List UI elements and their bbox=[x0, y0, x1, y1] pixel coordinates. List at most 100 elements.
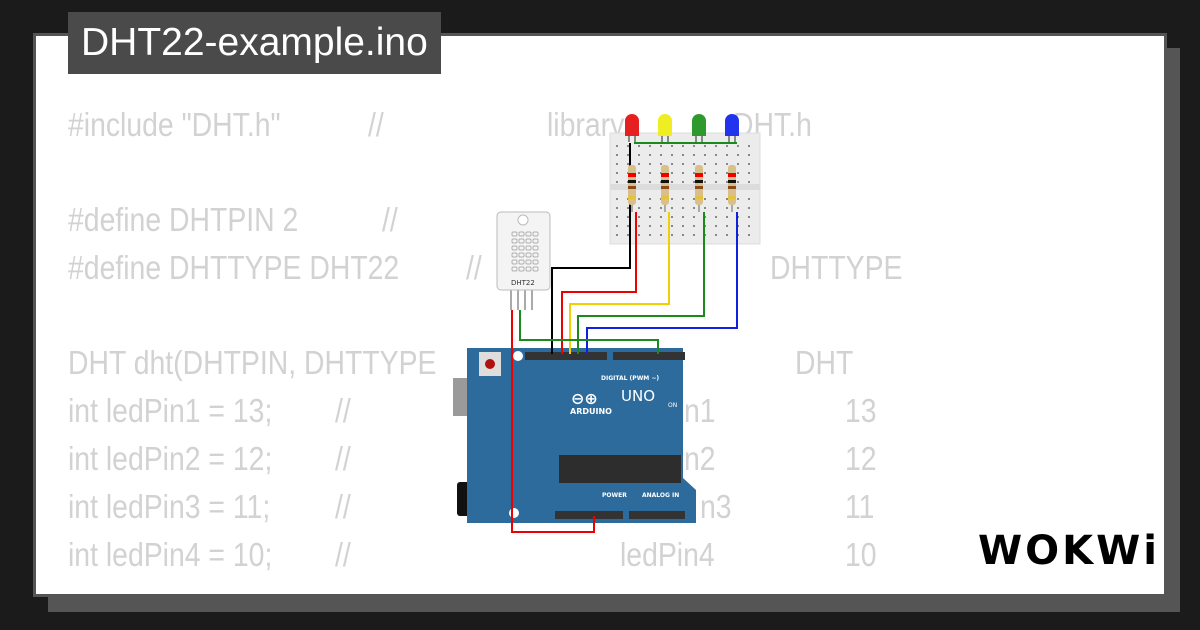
breadboard-hole bbox=[704, 181, 706, 183]
dht22-sensor[interactable] bbox=[496, 211, 551, 291]
breadboard-hole bbox=[726, 207, 728, 209]
digital-header-left bbox=[525, 352, 607, 360]
code-line-7: int ledPin3 = 11; bbox=[68, 488, 271, 525]
code-comment: 12 bbox=[845, 440, 877, 477]
breadboard-hole bbox=[638, 172, 640, 174]
led[interactable] bbox=[692, 114, 706, 136]
breadboard-hole bbox=[638, 181, 640, 183]
code-comment: // bbox=[466, 249, 482, 286]
breadboard-hole bbox=[638, 216, 640, 218]
breadboard-hole bbox=[671, 207, 673, 209]
led[interactable] bbox=[658, 114, 672, 136]
breadboard-hole bbox=[627, 216, 629, 218]
breadboard-hole bbox=[715, 234, 717, 236]
breadboard-hole bbox=[671, 234, 673, 236]
breadboard-hole bbox=[616, 198, 618, 200]
breadboard-hole bbox=[660, 234, 662, 236]
breadboard-hole bbox=[649, 145, 651, 147]
resistor-band bbox=[628, 173, 636, 177]
board-brand: ARDUINO bbox=[570, 407, 612, 416]
breadboard-hole bbox=[671, 216, 673, 218]
breadboard-hole bbox=[715, 216, 717, 218]
breadboard-hole bbox=[704, 145, 706, 147]
breadboard-hole bbox=[737, 163, 739, 165]
breadboard-hole bbox=[748, 234, 750, 236]
breadboard-hole bbox=[638, 145, 640, 147]
breadboard-hole bbox=[704, 154, 706, 156]
breadboard-hole bbox=[704, 172, 706, 174]
breadboard-hole bbox=[737, 154, 739, 156]
grille-slot bbox=[518, 259, 525, 265]
breadboard-hole bbox=[693, 207, 695, 209]
analog-label: ANALOG IN bbox=[642, 492, 679, 499]
breadboard-hole bbox=[616, 154, 618, 156]
code-comment: DHT bbox=[795, 344, 854, 381]
resistor-band bbox=[661, 196, 669, 199]
resistor-band bbox=[628, 186, 636, 189]
breadboard-hole bbox=[660, 163, 662, 165]
power-header bbox=[555, 511, 623, 519]
breadboard-hole bbox=[649, 172, 651, 174]
breadboard-hole bbox=[737, 181, 739, 183]
breadboard-hole bbox=[649, 234, 651, 236]
breadboard-hole bbox=[627, 207, 629, 209]
breadboard-hole bbox=[715, 181, 717, 183]
breadboard-hole bbox=[638, 163, 640, 165]
breadboard-hole bbox=[682, 216, 684, 218]
breadboard-hole bbox=[682, 225, 684, 227]
breadboard-hole bbox=[693, 225, 695, 227]
breadboard-hole bbox=[737, 198, 739, 200]
resistor-band bbox=[661, 180, 669, 183]
breadboard-hole bbox=[627, 163, 629, 165]
breadboard-hole bbox=[704, 198, 706, 200]
grille-slot bbox=[532, 259, 539, 265]
breadboard-hole bbox=[649, 198, 651, 200]
grille-slot bbox=[525, 238, 532, 244]
reset-button-cap bbox=[485, 359, 495, 369]
breadboard-hole bbox=[660, 216, 662, 218]
breadboard-hole bbox=[616, 163, 618, 165]
led[interactable] bbox=[625, 114, 639, 136]
leds-group bbox=[625, 114, 739, 212]
led[interactable] bbox=[725, 114, 739, 136]
code-line-1: #include "DHT.h" bbox=[68, 106, 281, 143]
breadboard-hole bbox=[748, 198, 750, 200]
breadboard-hole bbox=[715, 154, 717, 156]
breadboard-hole bbox=[649, 181, 651, 183]
breadboard-hole bbox=[616, 172, 618, 174]
grille-slot bbox=[511, 231, 518, 237]
breadboard-hole bbox=[638, 225, 640, 227]
breadboard-hole bbox=[682, 181, 684, 183]
grille-slot bbox=[518, 252, 525, 258]
breadboard-hole bbox=[616, 234, 618, 236]
breadboard-hole bbox=[726, 216, 728, 218]
code-comment: DHTTYPE bbox=[770, 249, 903, 286]
microcontroller-chip bbox=[559, 455, 681, 483]
code-line-6: int ledPin2 = 12; bbox=[68, 440, 273, 477]
breadboard-hole bbox=[748, 216, 750, 218]
breadboard-hole bbox=[682, 145, 684, 147]
breadboard-hole bbox=[748, 172, 750, 174]
breadboard-hole bbox=[682, 234, 684, 236]
breadboard-hole bbox=[671, 225, 673, 227]
infinity-logo-icon: ⊖⊕ bbox=[571, 389, 598, 408]
grille-slot bbox=[511, 266, 518, 272]
breadboard-hole bbox=[616, 216, 618, 218]
code-comment: // bbox=[335, 392, 351, 429]
breadboard-hole bbox=[726, 225, 728, 227]
breadboard-hole bbox=[682, 172, 684, 174]
resistor-band bbox=[728, 186, 736, 189]
breadboard-hole bbox=[638, 234, 640, 236]
resistor-band bbox=[661, 186, 669, 189]
code-line-4: DHT dht(DHTPIN, DHTTYPE bbox=[68, 344, 437, 381]
code-comment: n1 bbox=[684, 392, 716, 429]
resistor-band bbox=[695, 180, 703, 183]
code-line-5: int ledPin1 = 13; bbox=[68, 392, 273, 429]
breadboard-hole bbox=[627, 154, 629, 156]
breadboard-hole bbox=[748, 154, 750, 156]
breadboard-hole bbox=[671, 154, 673, 156]
code-comment: 11 bbox=[845, 488, 875, 525]
breadboard-hole bbox=[649, 154, 651, 156]
resistor-band bbox=[695, 186, 703, 189]
